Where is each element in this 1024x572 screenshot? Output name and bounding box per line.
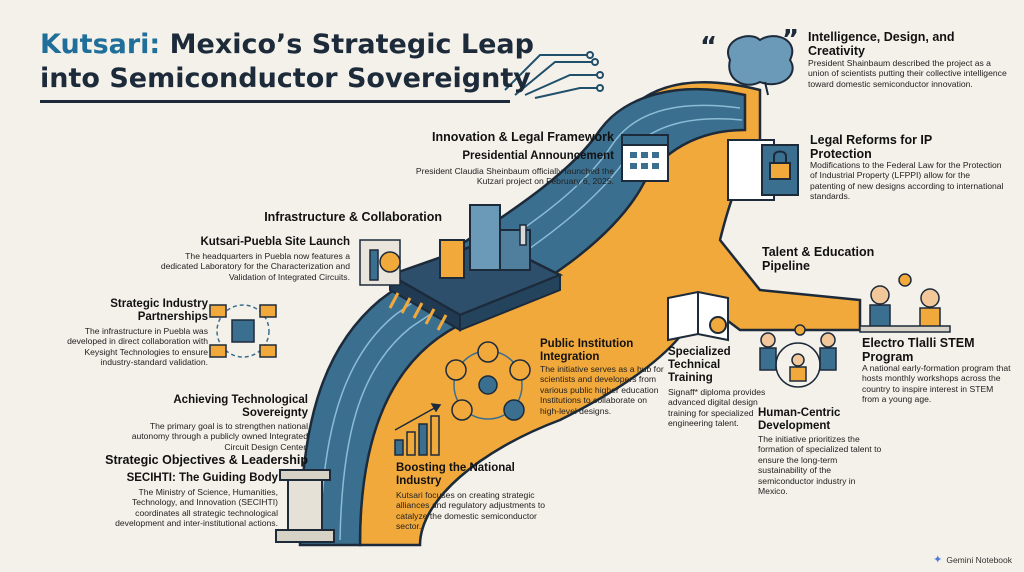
brain-icon	[727, 35, 794, 96]
presidential-body: President Claudia Sheinbaum officially l…	[415, 166, 614, 187]
presidential-heading: Presidential Announcement	[462, 150, 614, 162]
secihti-body: The Ministry of Science, Humanities, Tec…	[115, 487, 278, 529]
quote-icons: “ ”	[700, 25, 799, 62]
public-institution-body: The initiative serves as a hub for scien…	[540, 364, 664, 416]
legal-reforms-heading: Legal Reforms for IP Protection	[810, 133, 933, 161]
team-icon	[759, 324, 837, 388]
lab-equipment-icon	[359, 239, 401, 286]
students-icon	[859, 273, 951, 333]
public-institution-heading: Public Institution Integration	[540, 338, 634, 363]
legal-reforms-body: Modifications to the Federal Law for the…	[810, 160, 1004, 202]
institution-network-icon	[445, 341, 531, 421]
chip	[387, 204, 564, 346]
electro-body: A national early-formation program that …	[862, 363, 1011, 405]
sparkle-icon: ✦	[933, 554, 943, 566]
badge-label: Gemini Notebook	[946, 554, 1012, 565]
infrastructure-heading: Infrastructure & Collaboration	[264, 210, 442, 224]
human-body: The initiative prioritizes the formation…	[758, 434, 882, 497]
sovereignty-body: The primary goal is to strengthen nation…	[131, 421, 308, 452]
specialized-body: Signaff* diploma provides advanced digit…	[668, 387, 766, 429]
gemini-notebook-badge: ✦ Gemini Notebook	[933, 553, 1012, 566]
partnerships-heading: Strategic Industry Partnerships	[110, 298, 208, 323]
title-kutsari: Kutsari:	[40, 29, 161, 60]
human-heading: Human-Centric Development	[758, 407, 841, 432]
bar-chart-icon	[394, 403, 442, 456]
intelligence-heading: Intelligence, Design, and Creativity	[808, 30, 955, 58]
title-underline	[40, 100, 510, 103]
partners-icon	[209, 304, 277, 358]
pillar-icon	[275, 469, 335, 543]
puebla-heading: Kutsari-Puebla Site Launch	[200, 236, 350, 248]
innovation-legal-heading: Innovation & Legal Framework	[432, 130, 614, 144]
electro-heading: Electro Tlalli STEM Program	[862, 336, 975, 364]
title-rest: Mexico’s Strategic Leap into Semiconduct…	[40, 29, 534, 94]
lock-document-icon	[727, 139, 799, 201]
talent-heading: Talent & Education Pipeline	[762, 245, 875, 273]
svg-text:”: ”	[782, 25, 799, 55]
intelligence-body: President Shainbaum described the projec…	[808, 58, 1007, 89]
book-icon	[667, 290, 729, 342]
partnerships-body: The infrastructure in Puebla was develop…	[67, 326, 208, 368]
blue-road	[298, 88, 747, 547]
boosting-heading: Boosting the National Industry	[396, 462, 515, 487]
puebla-body: The headquarters in Puebla now features …	[160, 251, 350, 282]
title-circuit-traces	[504, 54, 600, 99]
secihti-heading: SECIHTI: The Guiding Body	[126, 472, 278, 484]
objectives-heading: Strategic Objectives & Leadership	[105, 453, 308, 467]
specialized-heading: Specialized Technical Training	[668, 346, 731, 384]
page-title: Kutsari: Mexico’s Strategic Leap into Se…	[40, 28, 560, 96]
boosting-body: Kutsari focuses on creating strategic al…	[396, 490, 546, 532]
svg-text:“: “	[700, 32, 717, 62]
calendar-icon	[621, 134, 669, 182]
sovereignty-heading: Achieving Technological Sovereignty	[173, 394, 308, 419]
